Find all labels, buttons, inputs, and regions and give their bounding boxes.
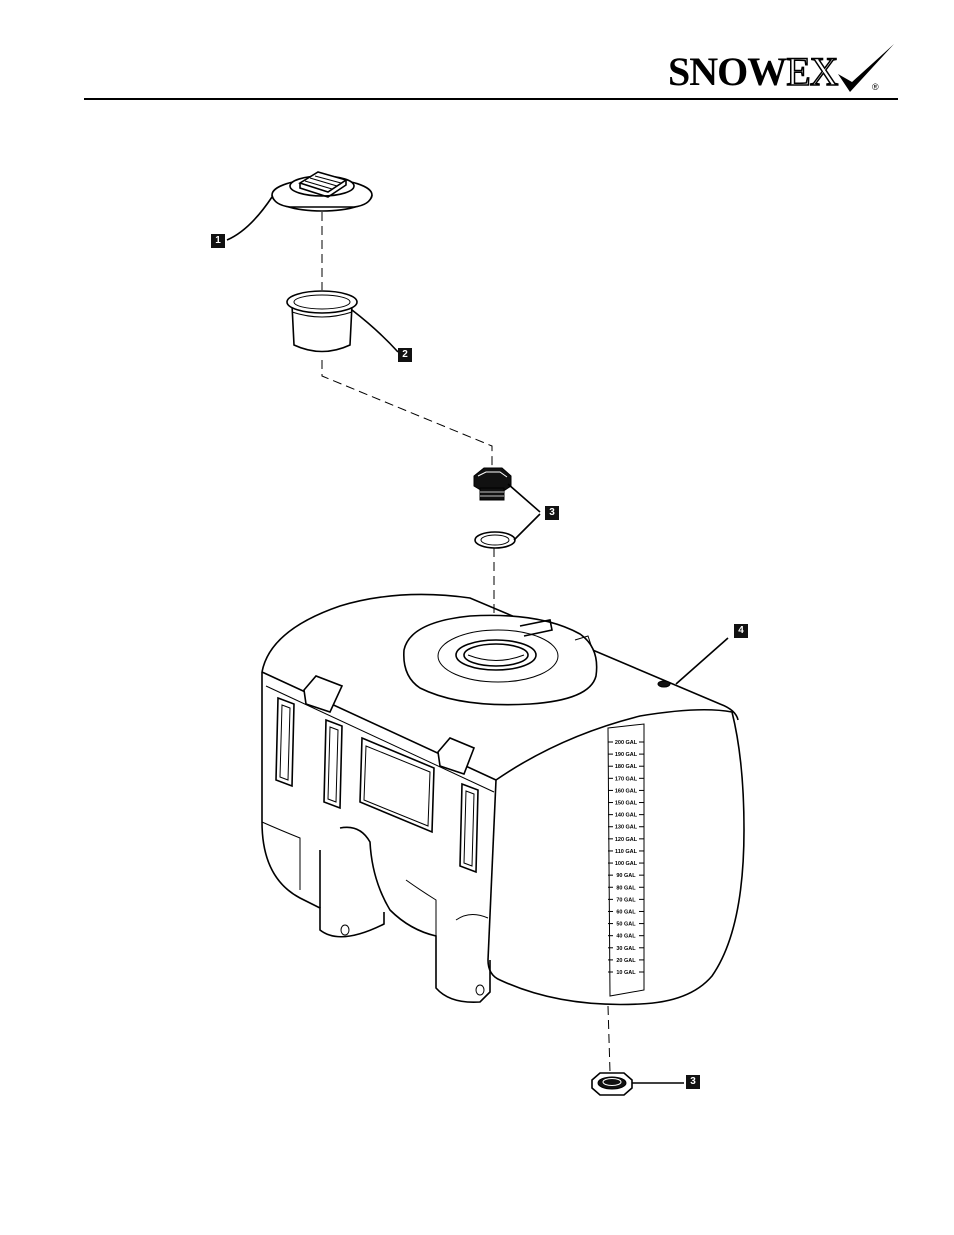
gauge-label: 40 GAL — [616, 934, 636, 940]
assembly-line-4-3 — [608, 1006, 610, 1072]
gauge-label: 50 GAL — [616, 922, 636, 928]
gauge-label: 30 GAL — [616, 946, 636, 952]
callout-3: 3 — [545, 506, 559, 520]
gauge-label: 60 GAL — [616, 909, 636, 915]
callout-3-nut: 3 — [686, 1075, 700, 1089]
callout-4: 4 — [734, 624, 748, 638]
gauge-label: 100 GAL — [615, 861, 638, 867]
lid-part — [272, 172, 372, 211]
gauge-label: 110 GAL — [615, 849, 638, 855]
callout-2: 2 — [398, 348, 412, 362]
tank-part — [262, 594, 744, 1004]
gauge-label: 200 GAL — [615, 740, 638, 746]
gauge-label: 190 GAL — [615, 752, 638, 758]
callout-1: 1 — [211, 234, 225, 248]
leader-line-1 — [227, 197, 272, 240]
gauge-label: 180 GAL — [615, 764, 638, 770]
leader-line-3 — [508, 484, 540, 540]
strainer-basket-part — [287, 291, 357, 352]
gauge-label: 80 GAL — [616, 885, 636, 891]
gauge-label: 90 GAL — [616, 873, 636, 879]
gauge-label: 20 GAL — [616, 958, 636, 964]
gauge-label: 130 GAL — [615, 825, 638, 831]
gauge-label: 150 GAL — [615, 801, 638, 807]
gauge-label: 160 GAL — [615, 788, 638, 794]
gauge-label: 120 GAL — [615, 837, 638, 843]
gauge-label: 140 GAL — [615, 813, 638, 819]
leader-line-2 — [352, 310, 398, 352]
bulkhead-fitting-part — [474, 468, 515, 548]
assembly-line-2-3 — [322, 360, 492, 470]
gauge-label: 70 GAL — [616, 897, 636, 903]
leader-line-4 — [676, 638, 728, 684]
gauge-label: 10 GAL — [616, 970, 636, 976]
bulkhead-nut-part — [592, 1073, 632, 1095]
gauge-label: 170 GAL — [615, 776, 638, 782]
